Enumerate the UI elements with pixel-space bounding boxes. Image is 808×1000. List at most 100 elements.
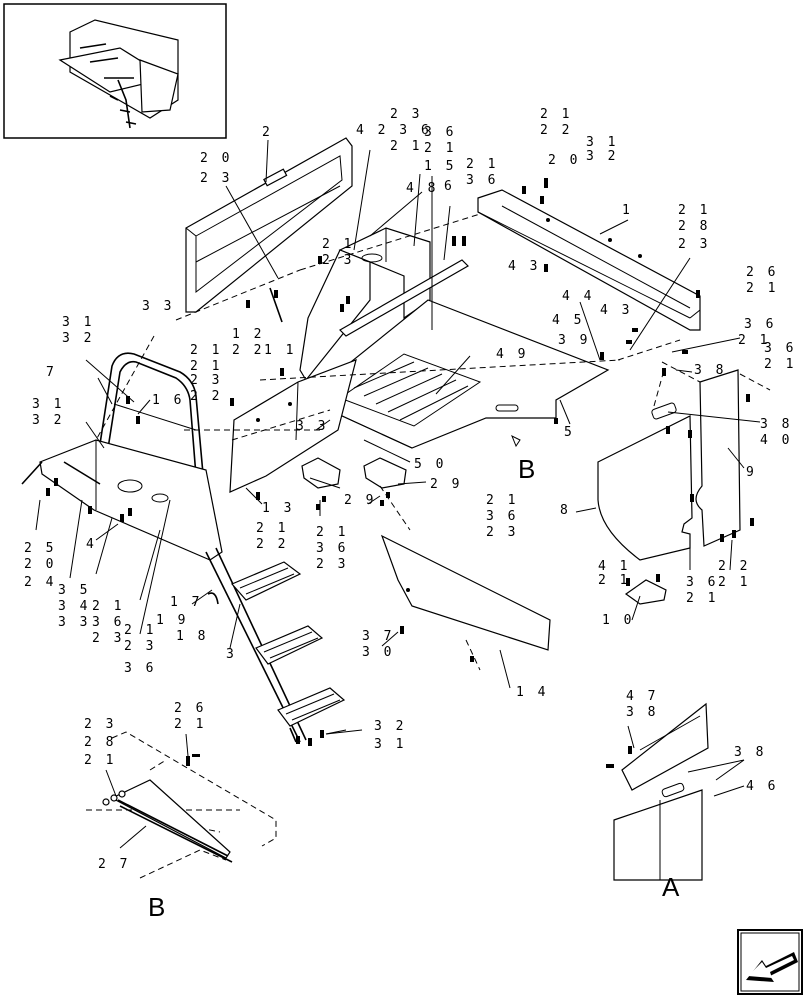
part-label: 2 3 <box>316 557 348 572</box>
part-label: 3 7 <box>362 629 394 644</box>
part-label: 2 1 <box>124 623 156 638</box>
part-label: 2 4 <box>24 575 56 590</box>
part-label: 3 8 <box>734 745 766 760</box>
part-label: 2 2 <box>232 343 264 358</box>
part-29-brackets <box>301 457 407 489</box>
part-label: 3 0 <box>362 645 394 660</box>
part-label: 1 2 <box>232 327 264 342</box>
part-label: 1 <box>622 203 633 218</box>
leader-lines <box>35 139 761 735</box>
part-label: 3 2 <box>374 719 406 734</box>
part-label: 2 0 <box>200 151 232 166</box>
part-label: 4 9 <box>496 347 528 362</box>
part-label: 2 8 <box>678 219 710 234</box>
part-label: 3 8 <box>694 363 726 378</box>
part-label: 4 2 3 6 <box>356 123 432 138</box>
view-label: A <box>662 872 680 902</box>
part-label: 4 7 <box>626 689 658 704</box>
part-label: 2 1 <box>486 493 518 508</box>
view-label: B <box>518 454 535 484</box>
part-label: 3 6 <box>744 317 776 332</box>
part-label: 2 1 <box>174 717 206 732</box>
part-1-upper-beam <box>477 189 701 331</box>
part-label: 2 1 <box>540 107 572 122</box>
part-15-tube <box>339 259 469 337</box>
part-label: 3 1 <box>374 737 406 752</box>
part-label: 3 6 <box>424 125 456 140</box>
part-label: 5 0 <box>414 457 446 472</box>
part-label: 3 1 <box>62 315 94 330</box>
part-label: 4 1 <box>598 559 630 574</box>
part-label: 3 9 <box>558 333 590 348</box>
part-label: 3 2 <box>62 331 94 346</box>
part-label: 2 1 <box>764 357 796 372</box>
part-label: 3 6 <box>316 541 348 556</box>
part-label: 2 1 <box>424 141 456 156</box>
part-label: 2 2 <box>256 537 288 552</box>
part-label: 2 0 <box>24 557 56 572</box>
next-page-arrow-icon[interactable] <box>737 929 803 995</box>
part-label: 2 9 <box>430 477 462 492</box>
part-label: 2 1 <box>466 157 498 172</box>
part-label: 2 0 <box>548 153 580 168</box>
location-thumbnail[interactable] <box>3 3 227 139</box>
part-label: 2 1 <box>718 575 750 590</box>
part-label: 2 1 <box>84 753 116 768</box>
part-label: 3 6 <box>466 173 498 188</box>
part-label: 6 <box>444 179 455 194</box>
part-3-steps <box>205 547 346 743</box>
view-label: B <box>148 892 165 922</box>
view-arrow-icon <box>511 434 521 448</box>
part-label: 1 8 <box>176 629 208 644</box>
part-label: 2 3 <box>390 107 422 122</box>
part-number-labels: 2 2 0 2 3 2 3 4 2 3 6 2 1 3 6 2 1 1 5 2 … <box>24 107 796 872</box>
part-label: 1 4 <box>516 685 548 700</box>
part-label: 3 6 <box>764 341 796 356</box>
part-label: 2 1 <box>190 359 222 374</box>
part-label: 3 5 <box>58 583 90 598</box>
detail-b <box>86 729 363 879</box>
part-10-bracket <box>624 579 667 605</box>
part-label: 2 5 <box>24 541 56 556</box>
part-label: 1 7 <box>170 595 202 610</box>
part-label: 3 2 <box>586 149 618 164</box>
part-label: 2 6 <box>174 701 206 716</box>
part-label: 4 3 <box>508 259 540 274</box>
part-label: 2 3 <box>486 525 518 540</box>
part-label: 3 3 <box>58 615 90 630</box>
part-label: 2 1 <box>390 139 422 154</box>
part-label: 2 1 <box>746 281 778 296</box>
part-label: 2 3 <box>200 171 232 186</box>
part-9-panel <box>695 369 741 547</box>
part-label: 1 9 <box>156 613 188 628</box>
part-label: 2 1 <box>92 599 124 614</box>
part-2-rear-frame <box>185 137 353 313</box>
part-label: 4 6 <box>746 779 778 794</box>
part-label: 2 3 <box>124 639 156 654</box>
part-label: 3 8 <box>760 417 792 432</box>
part-label: 2 1 <box>598 573 630 588</box>
detail-a <box>606 702 745 881</box>
part-label: 3 <box>226 647 237 662</box>
part-label: 3 3 <box>142 299 174 314</box>
part-label: 9 <box>746 465 757 480</box>
part-label: 2 1 <box>678 203 710 218</box>
part-label: 2 2 <box>540 123 572 138</box>
part-label: 3 6 <box>92 615 124 630</box>
part-label: 2 1 <box>322 237 354 252</box>
part-label: 2 6 <box>746 265 778 280</box>
part-label: 2 1 <box>686 591 718 606</box>
part-label: 2 1 <box>190 343 222 358</box>
part-label: 5 <box>564 425 575 440</box>
part-label: 2 7 <box>98 857 130 872</box>
part-14-panel <box>380 534 551 651</box>
part-4-lower-frame <box>39 439 223 561</box>
part-label: 3 1 <box>586 135 618 150</box>
part-label: 3 6 <box>124 661 156 676</box>
part-label: 2 8 <box>84 735 116 750</box>
part-label: 2 3 <box>190 373 222 388</box>
part-label: 3 8 <box>626 705 658 720</box>
part-label: 2 3 <box>92 631 124 646</box>
part-label: 4 3 <box>600 303 632 318</box>
